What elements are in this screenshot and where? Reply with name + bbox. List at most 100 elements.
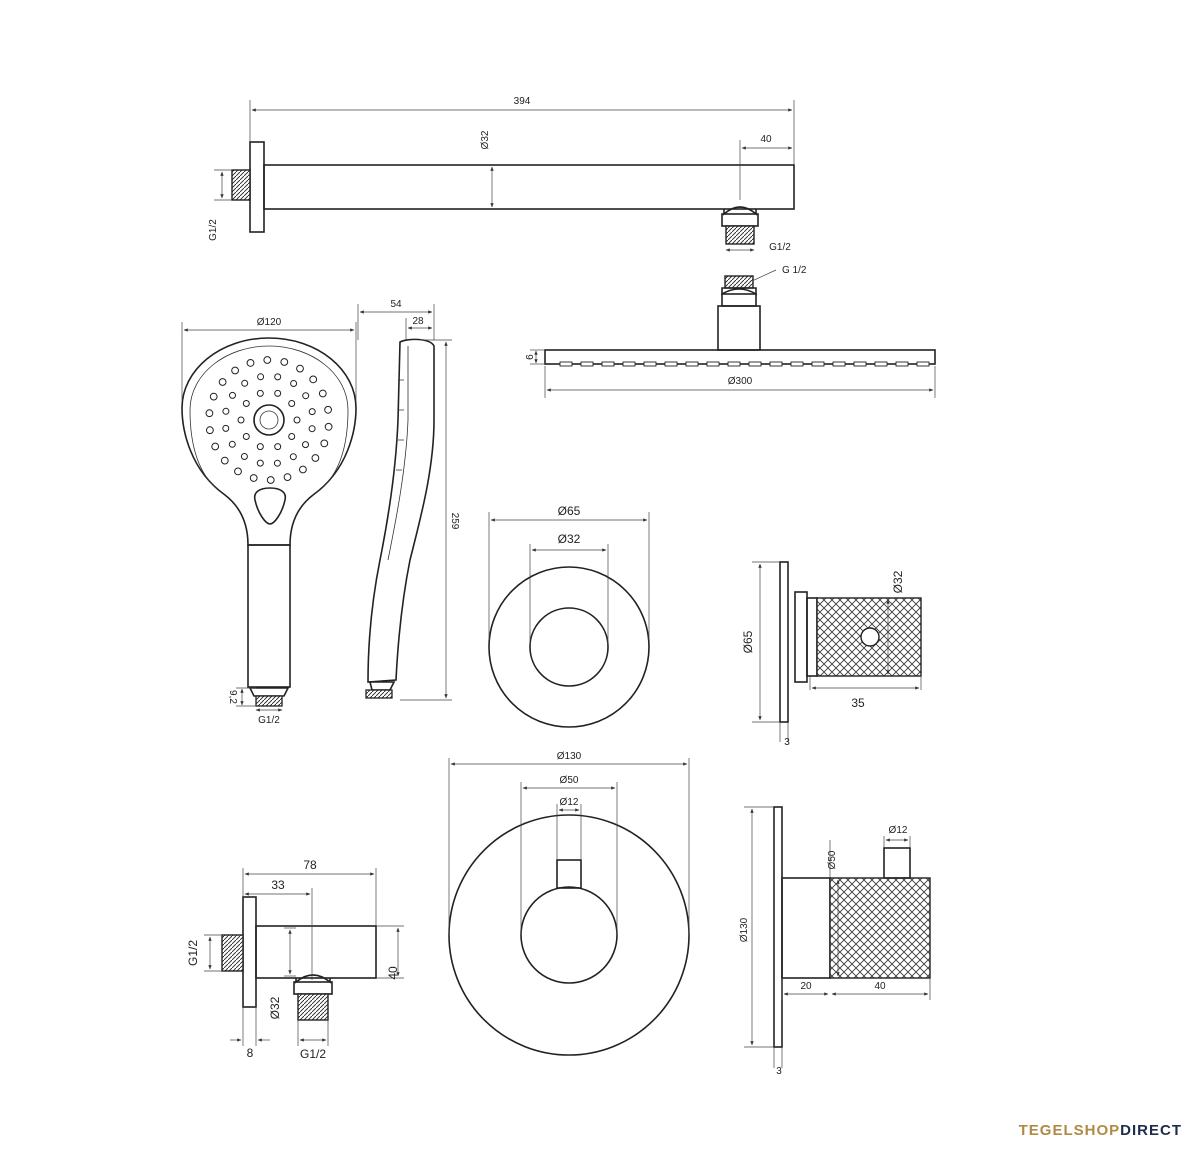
spray-hole	[274, 443, 282, 451]
spray-hole	[311, 454, 320, 462]
head-nozzle	[769, 361, 783, 367]
small-side-spacer	[794, 591, 808, 683]
spray-hole	[324, 422, 333, 431]
big-side-knurled-knob	[829, 877, 931, 979]
elbow-height-label: 40	[386, 966, 400, 980]
elbow-body	[255, 925, 377, 979]
head-nut	[721, 293, 757, 307]
head-nozzle	[832, 361, 846, 367]
hand-thread-label: G1/2	[258, 715, 280, 726]
spray-hole	[308, 408, 316, 416]
spray-hole	[318, 389, 327, 398]
head-nozzle	[727, 361, 741, 367]
big-rosette-side-drawing: Ø130 Ø50 Ø12 20 40 3	[739, 806, 931, 1077]
head-nozzle	[601, 361, 615, 367]
arm-wall-plate	[249, 141, 265, 233]
spray-hole	[222, 407, 230, 415]
arm-outlet-collar	[723, 206, 757, 216]
small-rosette-side-drawing: Ø65 Ø32 35 3	[741, 561, 922, 748]
spray-hole	[218, 378, 227, 386]
head-nozzle	[853, 361, 867, 367]
arm-tube	[263, 164, 795, 210]
big-rosette-front-drawing: Ø130 Ø50 Ø12	[448, 751, 690, 1056]
arm-length-label: 394	[514, 96, 531, 107]
brand-logo-part2: DIRECT	[1120, 1122, 1182, 1139]
hand-head-depth-label: 28	[412, 316, 424, 327]
arm-end-offset-label: 40	[760, 134, 772, 145]
big-side-plate-label: 3	[776, 1066, 782, 1077]
arm-outlet-thread-label: G1/2	[769, 242, 791, 253]
spray-hole	[256, 443, 264, 451]
spray-hole	[283, 473, 292, 482]
small-rosette-inner-label: Ø32	[558, 532, 581, 546]
head-nozzle	[916, 361, 930, 367]
hand-depth-label: 54	[390, 299, 402, 310]
hand-shower-side-drawing: 54 28 259	[357, 299, 460, 701]
hand-thumb-button	[253, 487, 287, 525]
small-rosette-outer-label: Ø65	[558, 504, 581, 518]
elbow-total-label: 78	[303, 858, 317, 872]
big-rosette-outer-label: Ø130	[557, 751, 582, 762]
wall-elbow-drawing: 78 33 40 G1/2 Ø32 8 G1/2	[186, 858, 404, 1061]
overhead-shower-drawing: G 1/2 9 Ø300	[523, 265, 936, 398]
head-nozzle	[559, 361, 573, 367]
small-side-depth-label: 35	[851, 696, 865, 710]
small-side-knob-label: Ø32	[891, 570, 905, 593]
spray-hole	[274, 389, 282, 397]
small-side-plate-label: 3	[784, 737, 790, 748]
spray-hole	[228, 440, 236, 448]
spray-hole	[266, 476, 275, 484]
elbow-plate-label: 8	[247, 1046, 254, 1060]
spray-hole	[222, 424, 230, 432]
head-nozzle	[790, 361, 804, 367]
small-side-plate	[779, 561, 789, 723]
spray-hole	[308, 425, 316, 433]
head-nozzle-row	[559, 361, 930, 367]
head-nozzle	[622, 361, 636, 367]
spray-hole	[246, 359, 255, 367]
spray-hole	[249, 474, 258, 482]
spray-hole	[280, 358, 289, 366]
elbow-wall-thread	[221, 934, 244, 972]
spray-hole	[256, 389, 264, 397]
spray-hole	[256, 459, 264, 467]
spray-hole	[209, 392, 218, 401]
hand-thread-length-label: 9,2	[227, 690, 238, 704]
spray-hole	[211, 442, 220, 451]
spray-hole	[302, 392, 310, 400]
big-rosette-knob	[520, 886, 618, 984]
head-top-thread	[724, 275, 754, 289]
brand-logo-part1: TEGELSHOP	[1018, 1122, 1121, 1139]
head-nozzle	[685, 361, 699, 367]
head-nozzle	[643, 361, 657, 367]
head-nozzle	[874, 361, 888, 367]
elbow-wall-thread-label: G1/2	[186, 940, 200, 966]
big-rosette-knob-label: Ø50	[560, 775, 579, 786]
spray-hole	[229, 391, 236, 399]
spray-hole	[290, 380, 298, 387]
spray-hole	[289, 453, 297, 461]
head-nozzle	[580, 361, 594, 367]
spray-hole	[242, 433, 250, 440]
spray-hole	[274, 373, 282, 381]
spray-hole	[302, 441, 309, 449]
hand-center-jet	[253, 404, 285, 436]
spray-hole	[293, 416, 301, 424]
arm-diameter-label: Ø32	[480, 130, 491, 149]
small-rosette-front-drawing: Ø65 Ø32	[488, 504, 650, 728]
brand-logo: TEGELSHOPDIRECT	[1019, 1122, 1182, 1139]
hand-head-outline	[181, 337, 357, 546]
big-rosette-lever-label: Ø12	[560, 797, 579, 808]
arm-outlet-thread	[725, 225, 755, 245]
spray-hole	[231, 366, 240, 375]
arm-wall-thread-label: G1/2	[208, 219, 219, 241]
hand-side-outline	[367, 338, 435, 683]
spray-hole	[241, 379, 249, 387]
elbow-offset-label: 33	[271, 878, 285, 892]
big-rosette-lever	[556, 859, 582, 889]
spray-hole	[324, 405, 333, 414]
spray-hole	[242, 400, 250, 407]
big-side-spacer	[781, 877, 831, 979]
head-nozzle	[895, 361, 909, 367]
